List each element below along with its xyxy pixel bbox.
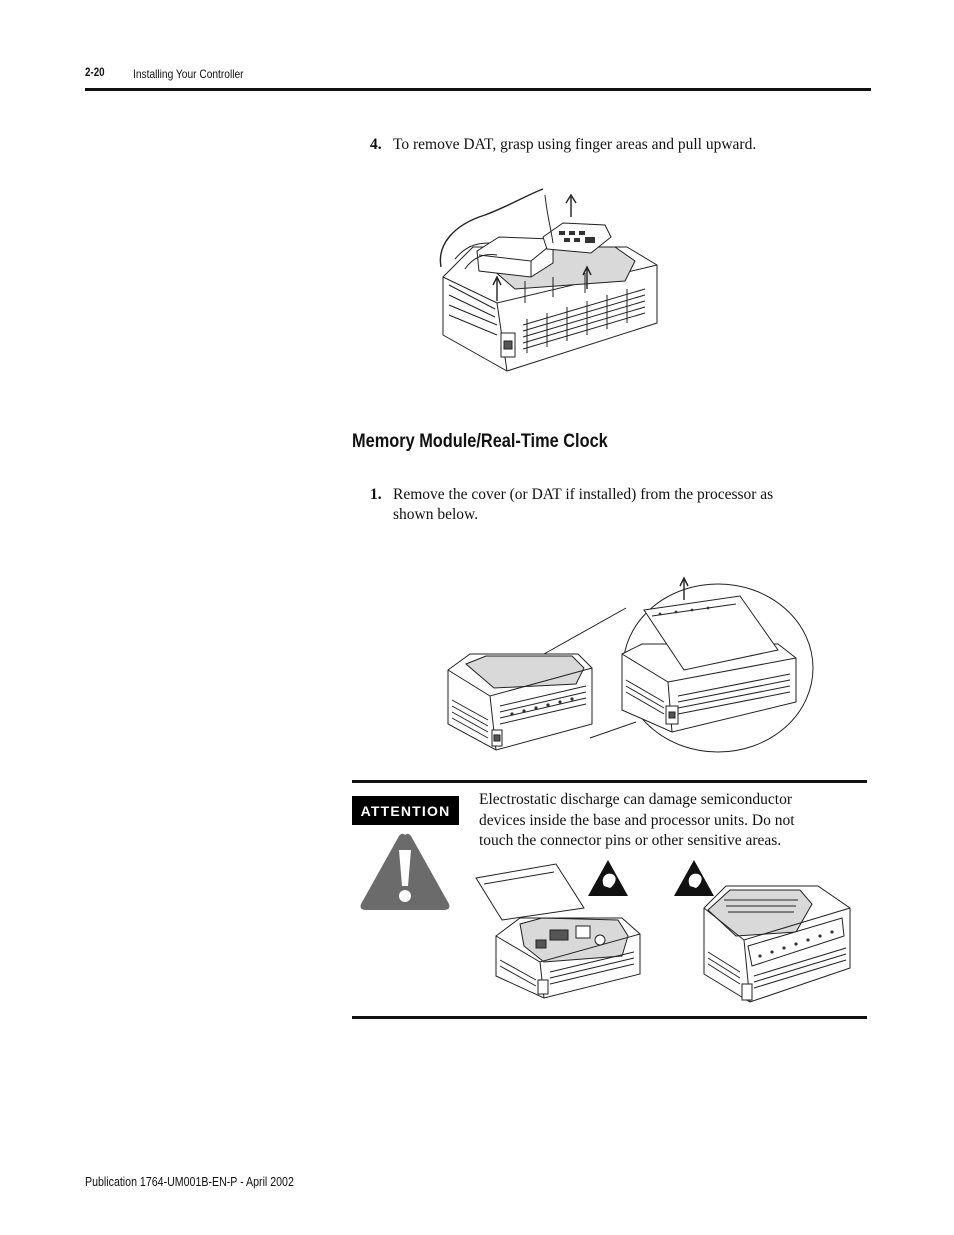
section-heading: Memory Module/Real-Time Clock [352, 431, 608, 452]
header-rule [85, 88, 871, 91]
step-number: 1. [370, 486, 382, 503]
chapter-title: Installing Your Controller [133, 67, 244, 81]
dat-removal-illustration [439, 188, 658, 372]
attention-label: ATTENTION [352, 796, 459, 825]
attention-line-2: devices inside the base and processor un… [479, 811, 795, 829]
attention-text: Electrostatic discharge can damage semic… [479, 790, 869, 852]
step-text: To remove DAT, grasp using finger areas … [393, 136, 757, 153]
esd-open-base-illustration [475, 860, 641, 999]
step-number: 4. [370, 136, 382, 153]
attention-line-3: touch the connector pins or other sensit… [479, 832, 782, 849]
step-remove-cover: 1. Remove the cover (or DAT if installed… [370, 485, 870, 529]
step-remove-dat: 4. To remove DAT, grasp using finger are… [370, 135, 870, 157]
step-text-line-2: shown below. [393, 506, 479, 523]
page-number: 2-20 [85, 67, 105, 79]
step-text-line-1: Remove the cover (or DAT if installed) f… [393, 486, 774, 503]
esd-base-unit-illustration [674, 860, 851, 1003]
attention-top-rule [352, 780, 867, 783]
publication-footer: Publication 1764-UM001B-EN-P - April 200… [85, 1175, 294, 1189]
cover-removal-illustration [447, 576, 814, 753]
warning-triangle-icon [360, 833, 450, 910]
attention-bottom-rule [352, 1016, 867, 1019]
attention-line-1: Electrostatic discharge can damage semic… [479, 791, 793, 808]
